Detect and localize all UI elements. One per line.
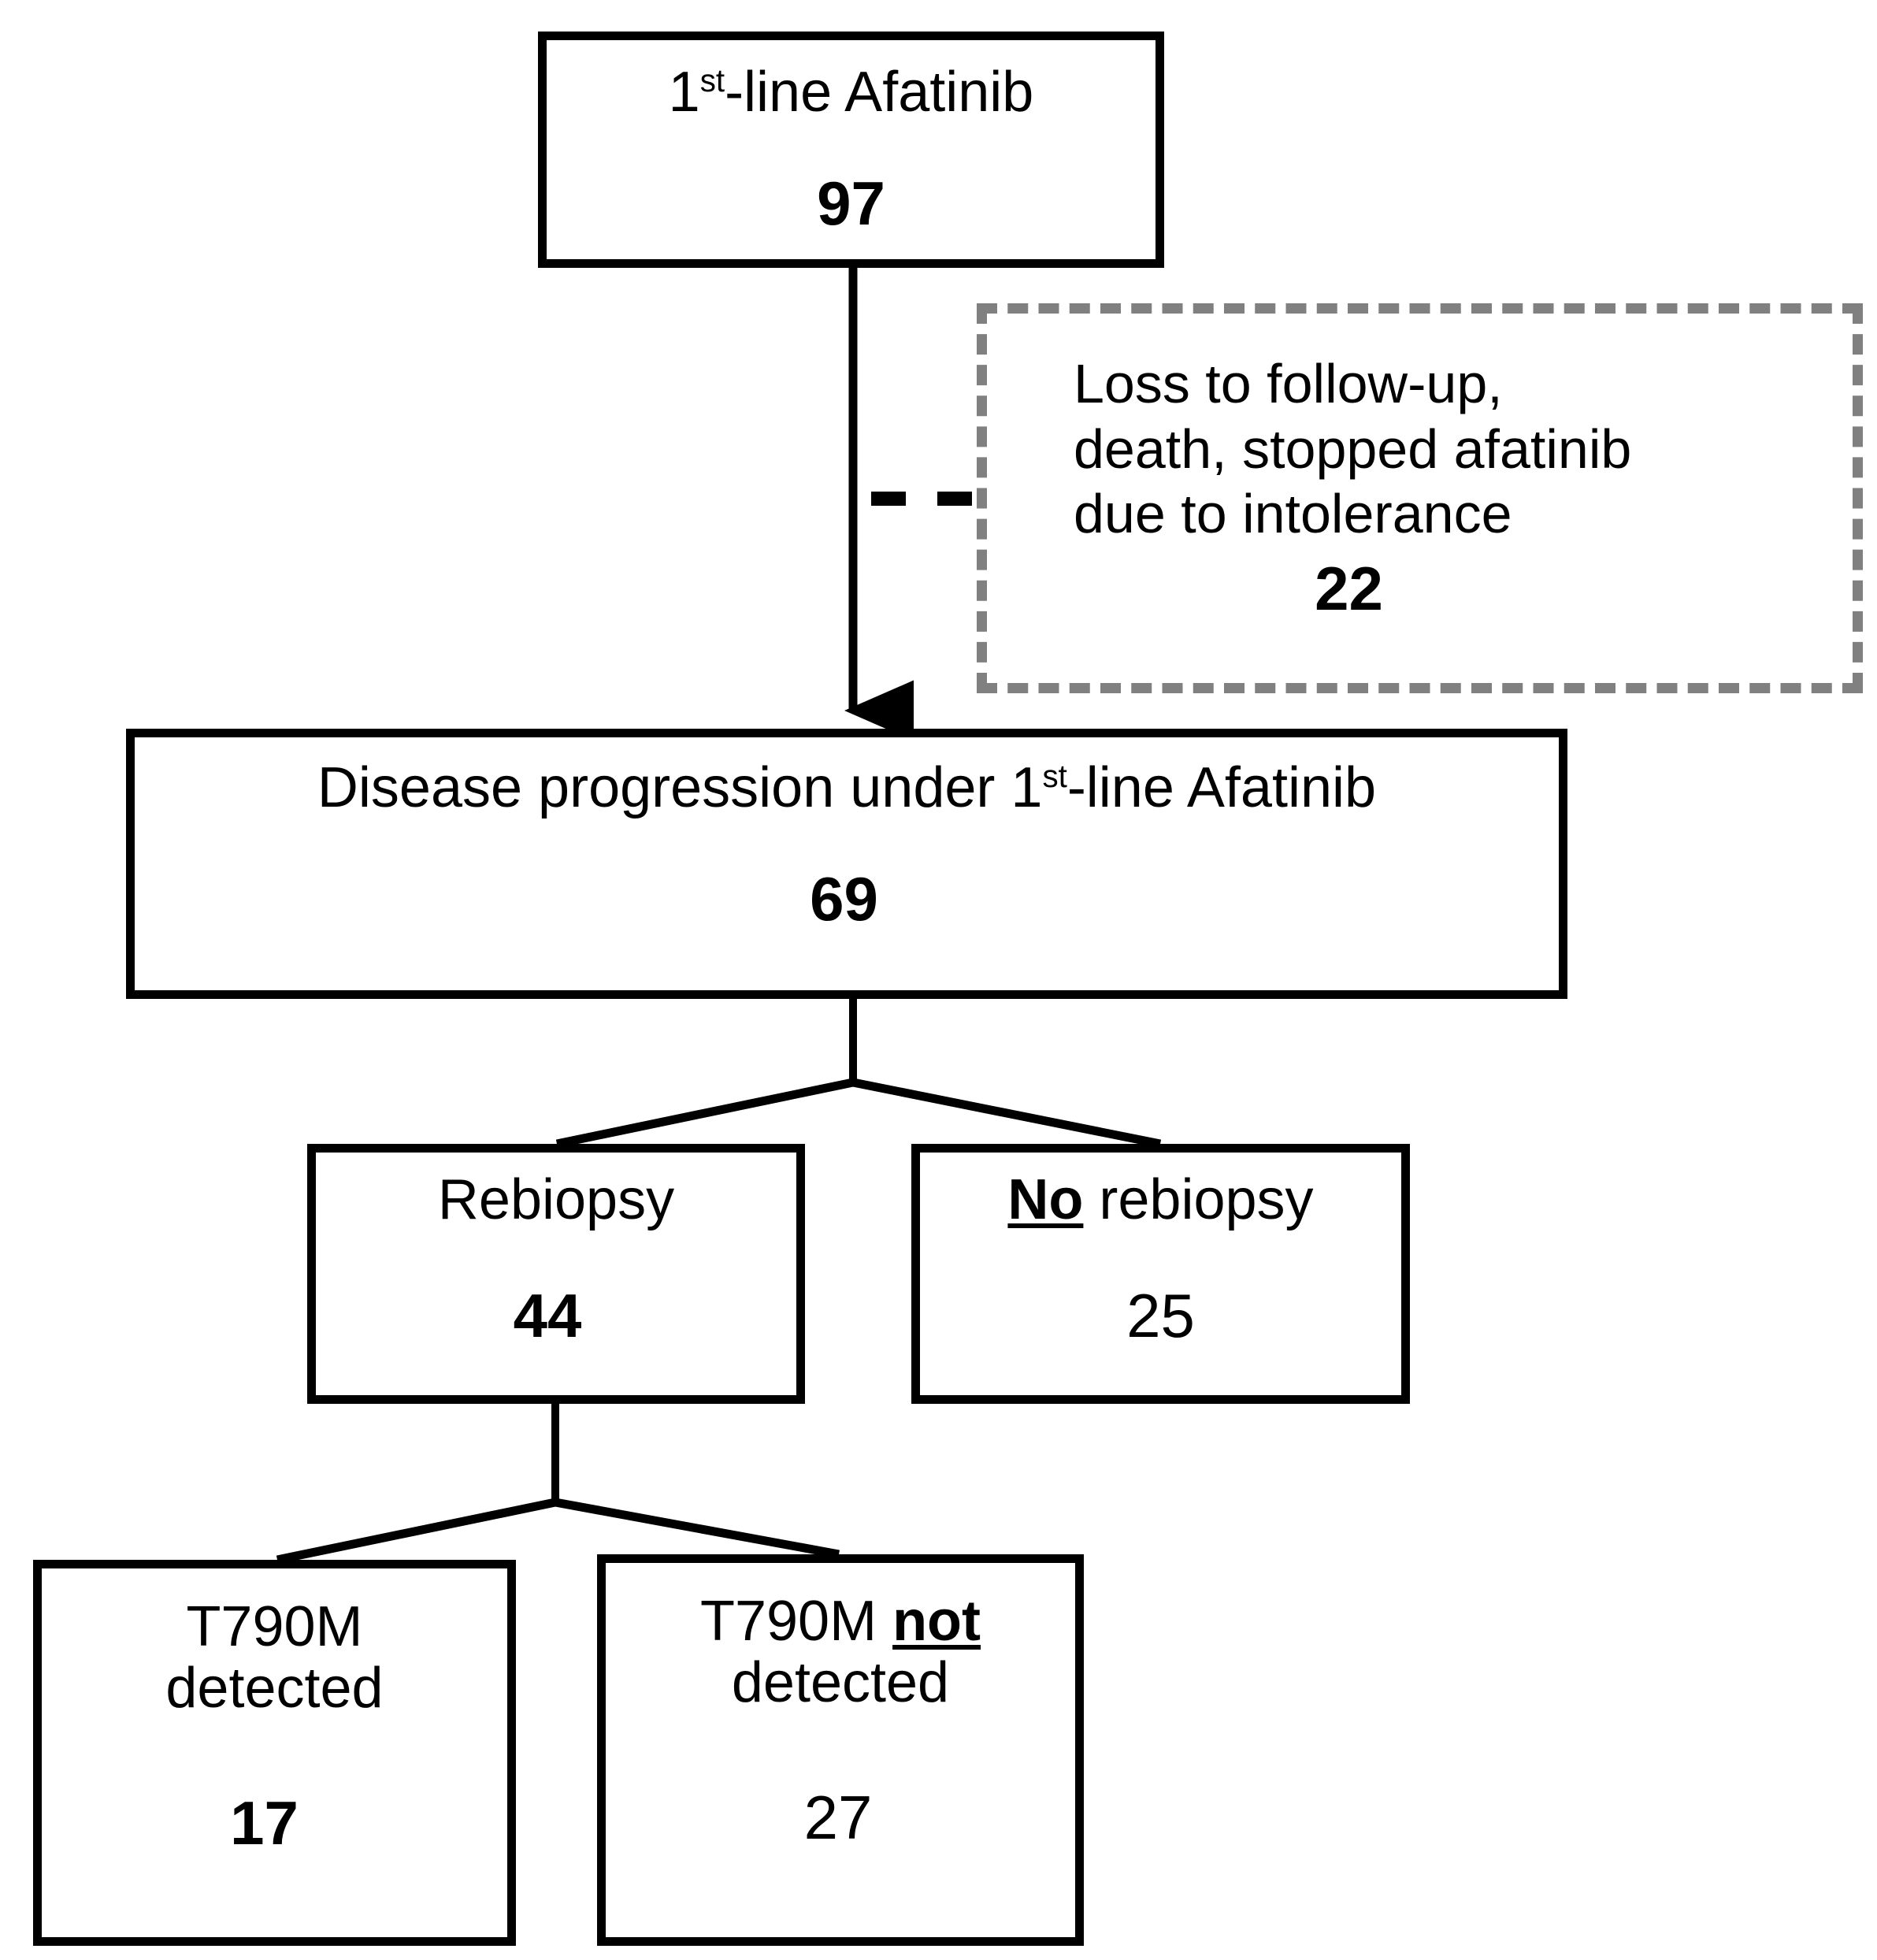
emphasis-not: not (892, 1590, 981, 1653)
t790m-detected-line-1: T790M (186, 1595, 363, 1658)
t790m-detected-line-2: detected (165, 1656, 384, 1720)
node-t790m-not-detected: T790M not detected 27 (597, 1554, 1084, 1946)
node-t790m-detected: T790M detected 17 (33, 1560, 516, 1946)
node-label-no-rebiopsy: No rebiopsy (1007, 1168, 1314, 1231)
node-rebiopsy: Rebiopsy 44 (307, 1144, 805, 1404)
node-first-line-afatinib: 1st-line Afatinib 97 (538, 32, 1164, 268)
node-label-t790m-not-detected: T790M not detected (700, 1591, 981, 1714)
node-count-disease-progression: 69 (810, 863, 878, 934)
node-label-loss-to-followup: Loss to follow-up, death, stopped afatin… (987, 351, 1853, 547)
node-count-no-rebiopsy: 25 (1126, 1280, 1195, 1350)
node-label-rebiopsy: Rebiopsy (437, 1168, 675, 1231)
loss-line-2: death, stopped afatinib (1074, 418, 1632, 480)
emphasis-no: No (1007, 1168, 1084, 1231)
node-label-disease-progression: Disease progression under 1st-line Afati… (317, 756, 1377, 819)
node-count-t790m-not-detected: 27 (803, 1782, 873, 1852)
node-label-t790m-detected: T790M detected (165, 1595, 384, 1720)
loss-line-1: Loss to follow-up, (1074, 353, 1503, 414)
node-disease-progression: Disease progression under 1st-line Afati… (126, 729, 1567, 999)
node-label-first-line-afatinib: 1st-line Afatinib (668, 61, 1034, 124)
node-count-first-line-afatinib: 97 (817, 168, 885, 238)
t790m-not-detected-line-1: T790M not (699, 1590, 981, 1653)
ordinal-suffix-st: st (699, 62, 725, 98)
node-count-loss-to-followup: 22 (1315, 553, 1383, 623)
ordinal-suffix-st: st (1042, 758, 1067, 794)
node-loss-to-followup: Loss to follow-up, death, stopped afatin… (977, 303, 1863, 693)
node-no-rebiopsy: No rebiopsy 25 (911, 1144, 1410, 1404)
loss-line-3: due to intolerance (1074, 483, 1512, 545)
t790m-not-detected-line-2: detected (731, 1650, 950, 1714)
node-count-rebiopsy: 44 (513, 1280, 582, 1350)
node-count-t790m-detected: 17 (230, 1787, 299, 1858)
